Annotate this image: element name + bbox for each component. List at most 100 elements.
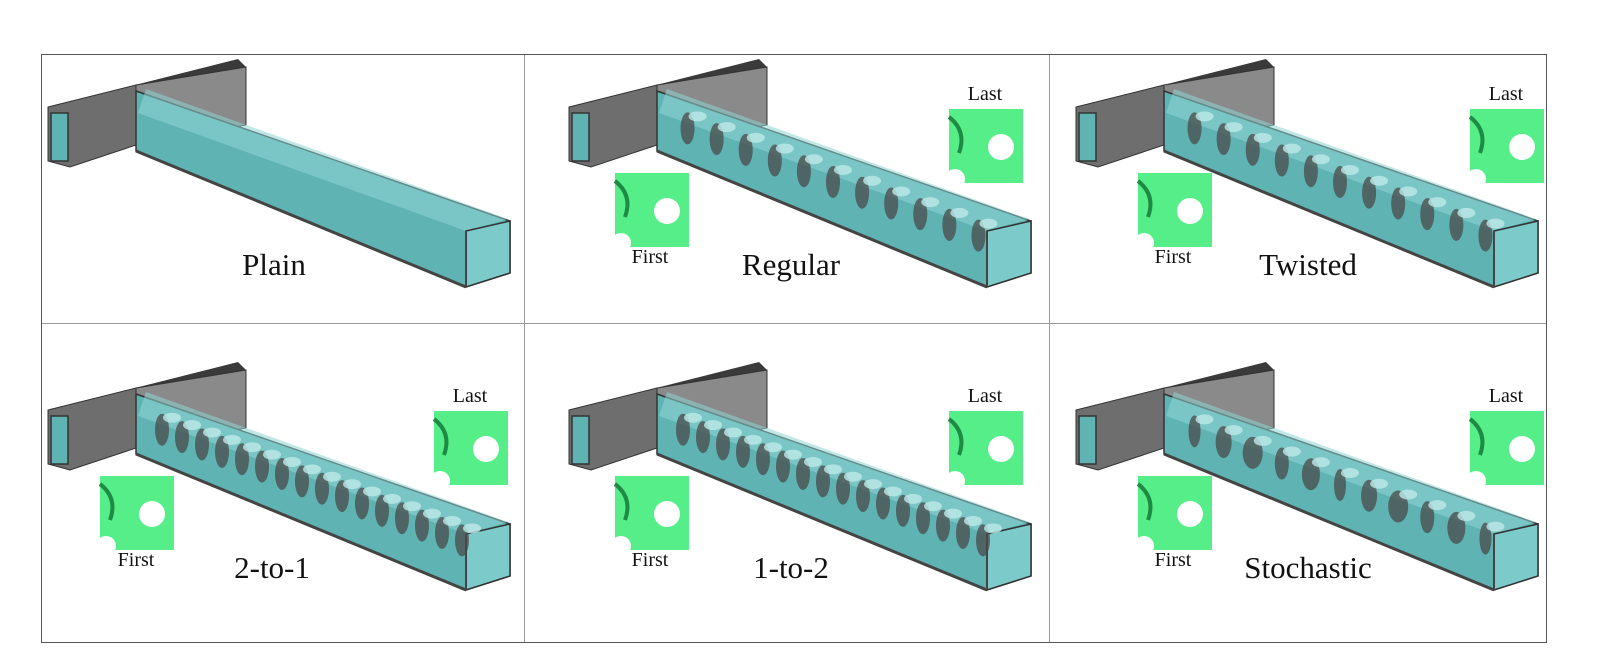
last-inset-pore (473, 436, 499, 462)
lattice-strut (1362, 176, 1377, 209)
inset-first-label: First (631, 246, 669, 268)
lattice-strut (976, 524, 990, 557)
inlet-port (50, 112, 69, 162)
lattice-strut (1303, 155, 1318, 188)
manifold-front (1075, 84, 1165, 168)
lattice-node (343, 479, 361, 490)
lattice-strut (756, 443, 770, 476)
last-inset-pore-2 (945, 471, 965, 491)
lattice-strut (956, 516, 970, 549)
lattice-node (1311, 457, 1330, 468)
channel-bottom-edge (1163, 149, 1495, 289)
lattice-strut (395, 502, 409, 535)
lattice-strut (1420, 501, 1435, 534)
panel-title: 2-to-1 (234, 550, 310, 585)
lattice-node (1486, 218, 1505, 229)
panel-plain: Plain (42, 55, 524, 323)
lattice-strut (855, 176, 870, 209)
lattice-node (363, 486, 381, 497)
lattice-node (924, 501, 942, 512)
last-inset-pore-2 (1466, 169, 1486, 189)
lattice-strut (916, 502, 930, 535)
lattice-node (1428, 500, 1447, 511)
lattice-strut (1420, 198, 1435, 231)
channel-top-face (659, 392, 1029, 534)
lattice-node (1341, 468, 1359, 478)
lattice-node (383, 493, 401, 504)
inset-first-label: First (117, 549, 155, 571)
divider-v2 (1049, 55, 1050, 642)
last-inset-shade (947, 115, 964, 154)
inlet-port (50, 415, 69, 465)
lattice-strut (680, 112, 695, 145)
first-inset-pore-2 (96, 536, 116, 556)
channel-top-face (659, 89, 1029, 231)
panel-stochastic: Last First Stochastic (1050, 324, 1546, 642)
lattice-strut (913, 198, 928, 231)
lattice-node (834, 165, 852, 175)
inset-first-label: First (1154, 246, 1192, 268)
first-inset-pore (654, 501, 680, 527)
lattice-strut (415, 509, 429, 542)
inlet-port (571, 112, 590, 162)
lattice-node (950, 207, 969, 218)
lattice-strut (295, 465, 309, 498)
inset-first-label: First (631, 549, 669, 571)
lattice-node (684, 412, 702, 423)
lattice-strut (1188, 415, 1201, 448)
lattice-strut (235, 443, 249, 476)
lattice-strut (676, 413, 690, 446)
lattice-strut (767, 144, 782, 177)
lattice-strut (175, 421, 189, 454)
figure-grid: Plain Last First Regular Last First Twis… (41, 54, 1547, 643)
lattice-strut (1447, 511, 1466, 544)
channel-render-regular (568, 59, 1032, 289)
channel-top-face (138, 392, 508, 534)
lattice-strut (335, 480, 349, 513)
lattice-strut (826, 166, 840, 198)
lattice-node (1311, 154, 1330, 165)
channel-bottom-edge (1163, 452, 1495, 592)
divider-h1 (42, 323, 1546, 324)
first-inset-pore (654, 198, 680, 224)
lattice-node (403, 501, 421, 512)
inlet-port (1078, 112, 1097, 162)
panel-twisted: Last First Twisted (1050, 55, 1546, 323)
lattice-strut (776, 450, 790, 483)
inset-first-label: First (1154, 549, 1192, 571)
lattice-node (824, 464, 842, 475)
lattice-strut (884, 187, 899, 220)
inset-last-label: Last (967, 83, 1003, 105)
panel-title: Regular (741, 247, 841, 282)
lattice-node (804, 154, 823, 165)
lattice-node (864, 479, 882, 490)
channel-outlet (1493, 220, 1539, 289)
lattice-strut (896, 494, 910, 527)
lattice-node (263, 449, 281, 460)
channel-outlet (986, 220, 1032, 289)
lattice-node (1195, 414, 1214, 425)
channel-outlet (986, 523, 1032, 592)
channel-bottom-edge (656, 452, 988, 592)
panel-title: Twisted (1259, 247, 1357, 282)
lattice-node (921, 197, 940, 208)
first-inset-pore-2 (1134, 536, 1154, 556)
lattice-node (724, 427, 742, 438)
lattice-node (243, 442, 261, 453)
channel-render-1to2 (568, 362, 1032, 592)
first-inset-shade (1136, 179, 1153, 218)
lattice-node (1370, 175, 1389, 186)
last-inset-shade (1468, 417, 1485, 456)
lattice-strut (275, 457, 289, 490)
lattice-node (1457, 207, 1476, 218)
channel-top-face (1166, 392, 1536, 534)
lattice-strut (195, 428, 209, 461)
panel-title: 1-to-2 (753, 550, 829, 585)
lattice-strut (1245, 133, 1260, 166)
lattice-node (804, 456, 822, 467)
lattice-strut (971, 219, 986, 252)
last-inset-pore (1509, 134, 1535, 160)
channel-render-2to1 (47, 362, 511, 592)
lattice-strut (736, 435, 750, 468)
lattice-node (323, 471, 341, 482)
